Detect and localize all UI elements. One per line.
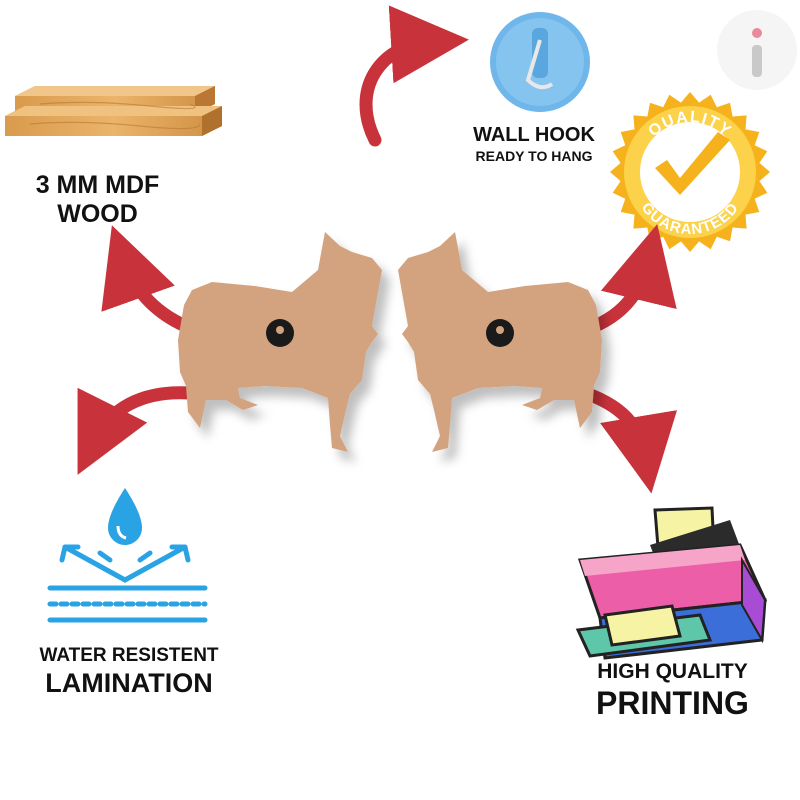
water-line1: WATER RESISTENT	[39, 645, 219, 666]
hook-line1: WALL HOOK	[473, 124, 595, 146]
wall-hook-label: WALL HOOK READY TO HANG	[450, 124, 618, 164]
printer-icon	[575, 506, 768, 660]
left-hang-hole-icon	[266, 319, 294, 347]
arrow-to-printing	[578, 386, 678, 494]
wood-planks-icon	[5, 86, 222, 136]
mdf-horse-cutouts-icon	[178, 232, 602, 452]
brand-logo-icon	[717, 10, 797, 90]
water-resistant-icon	[47, 488, 208, 623]
arrow-to-water	[77, 386, 197, 475]
right-hang-hole-icon	[486, 319, 514, 347]
printing-line1: HIGH QUALITY	[597, 660, 748, 683]
mdf-line2: WOOD	[57, 199, 138, 228]
mdf-wood-label: 3 MM MDF WOOD	[10, 171, 185, 229]
water-line2: LAMINATION	[45, 667, 213, 698]
arrow-to-hook	[359, 5, 469, 147]
water-resistant-label: WATER RESISTENT LAMINATION	[10, 645, 248, 699]
wall-hook-icon	[490, 12, 590, 112]
hook-line2: READY TO HANG	[475, 148, 593, 164]
quality-guaranteed-badge: QUALITY GUARANTEED	[610, 92, 770, 252]
printing-line2: PRINTING	[596, 685, 749, 722]
printing-label: HIGH QUALITY PRINTING	[560, 660, 785, 722]
mdf-line1: 3 MM MDF	[35, 171, 160, 199]
